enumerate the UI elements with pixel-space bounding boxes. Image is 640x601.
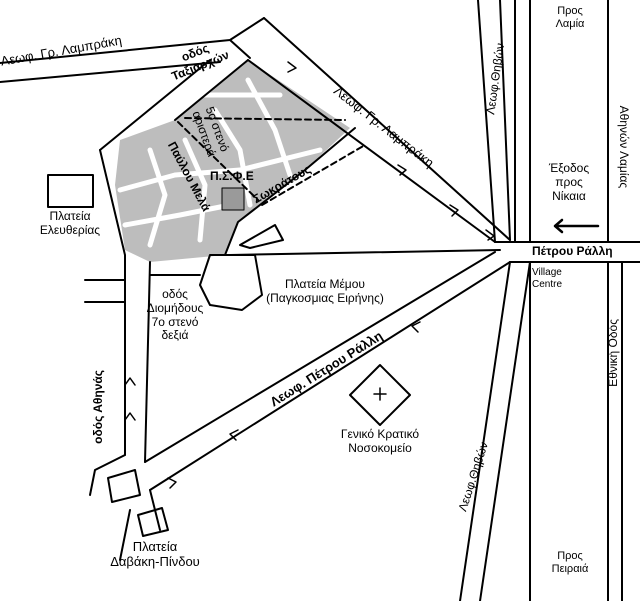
lampraki-avenue-top-link xyxy=(229,39,251,59)
cross-icon xyxy=(373,387,387,401)
lampraki-avenue-diagonal-south xyxy=(247,59,496,243)
label-diomidous-line3: 7ο στενό xyxy=(151,314,199,329)
label-diomidous-line1: οδός xyxy=(162,287,188,301)
petrou-ralli-avenue-north xyxy=(144,251,496,463)
label-plateia-davaki-line2: Δαβάκη-Πίνδου xyxy=(110,553,200,569)
davaki-square-2 xyxy=(137,507,169,537)
building-icon xyxy=(221,187,245,211)
inner-street-east xyxy=(224,127,356,256)
label-petrou-ralli: Πέτρου Ράλλη xyxy=(532,244,613,258)
petrou-ralli-avenue xyxy=(149,261,511,491)
label-pros-lamia-line2: Λαμία xyxy=(555,17,585,30)
lampraki-avenue-diagonal xyxy=(263,17,511,241)
label-hospital-line2: Νοσοκομείο xyxy=(348,440,412,455)
label-athinon-lamias: Αθηνών Λαμίας xyxy=(617,105,632,189)
label-psfe: Π.Σ.Φ.Ε xyxy=(210,169,254,183)
label-plateia-memou-line1: Πλατεία Μέμου xyxy=(285,277,365,291)
bottom-road-down xyxy=(119,509,131,561)
label-village-centre: Village Centre xyxy=(532,267,562,290)
label-exodos-line1: Έξοδος xyxy=(548,161,590,175)
label-plateia-davaki-line1: Πλατεία xyxy=(132,539,178,554)
label-pros-peiraia: Προς Πειραιά xyxy=(540,550,600,575)
residential-block xyxy=(115,60,350,262)
label-plateia-eleftherias-line2: Ελευθερίας xyxy=(39,222,101,237)
label-village-line2: Centre xyxy=(532,278,563,290)
athinas-street-east xyxy=(144,261,151,463)
label-plateia-eleftherias: Πλατεία Ελευθερίας xyxy=(20,209,120,238)
taxiarxon-street xyxy=(174,59,249,121)
label-diomidous: οδός Διομήδους 7ο στενό δεξιά xyxy=(135,287,215,343)
label-plateia-eleftherias-line1: Πλατεία xyxy=(49,209,91,223)
arrow-left-icon xyxy=(553,218,600,234)
label-pros-peiraia-line2: Πειραιά xyxy=(551,562,589,575)
label-plateia-memou-line2: (Παγκοσμιας Ειρήνης) xyxy=(266,290,384,305)
label-pros-lamia: Προς Λαμία xyxy=(540,5,600,30)
plateia-eleftherias-square xyxy=(47,174,94,208)
direction-arrows xyxy=(124,61,495,489)
label-village-line1: Village xyxy=(532,267,562,278)
plateia-memou-square xyxy=(199,254,263,311)
thivon-avenue-south-east xyxy=(479,261,531,601)
label-plateia-davaki: Πλατεία Δαβάκη-Πίνδου xyxy=(90,539,220,570)
label-ethniki-odos: Εθνική Οδός xyxy=(606,318,621,387)
label-diomidous-line2: Διομήδους xyxy=(146,300,204,315)
label-exodos-line2: προς xyxy=(555,174,583,189)
athinas-street-west xyxy=(99,149,126,456)
label-athinas: οδός Αθηνάς xyxy=(91,369,106,444)
davaki-square-1 xyxy=(107,469,141,503)
triangle-north-edge xyxy=(229,249,501,256)
stenos5-dashed xyxy=(177,121,259,201)
thivon-avenue-west xyxy=(477,0,496,243)
sokratous-dashed xyxy=(261,144,366,206)
sokratous-block xyxy=(239,224,284,249)
label-hospital: Γενικό Κρατικό Νοσοκομείο xyxy=(320,427,440,456)
stenos5-dashed-top xyxy=(184,117,346,121)
inner-street-left xyxy=(99,59,211,151)
thivon-avenue xyxy=(499,0,511,241)
thivon-avenue-south xyxy=(459,261,511,601)
lampraki-avenue-top-south xyxy=(0,61,221,83)
label-diomidous-line4: δεξιά xyxy=(161,328,189,343)
hospital-building xyxy=(349,364,411,426)
label-exodos-line3: Νίκαια xyxy=(552,188,586,203)
block-streets xyxy=(117,77,323,248)
label-hospital-line1: Γενικό Κρατικό xyxy=(340,427,420,441)
bottom-road-left xyxy=(89,454,126,496)
label-exodos: Έξοδος προς Νίκαια xyxy=(538,161,600,203)
label-pros-lamia-line1: Προς xyxy=(557,5,583,17)
label-pros-peiraia-line1: Προς xyxy=(557,550,583,562)
label-plateia-memou: Πλατεία Μέμου (Παγκοσμιας Ειρήνης) xyxy=(245,277,405,306)
